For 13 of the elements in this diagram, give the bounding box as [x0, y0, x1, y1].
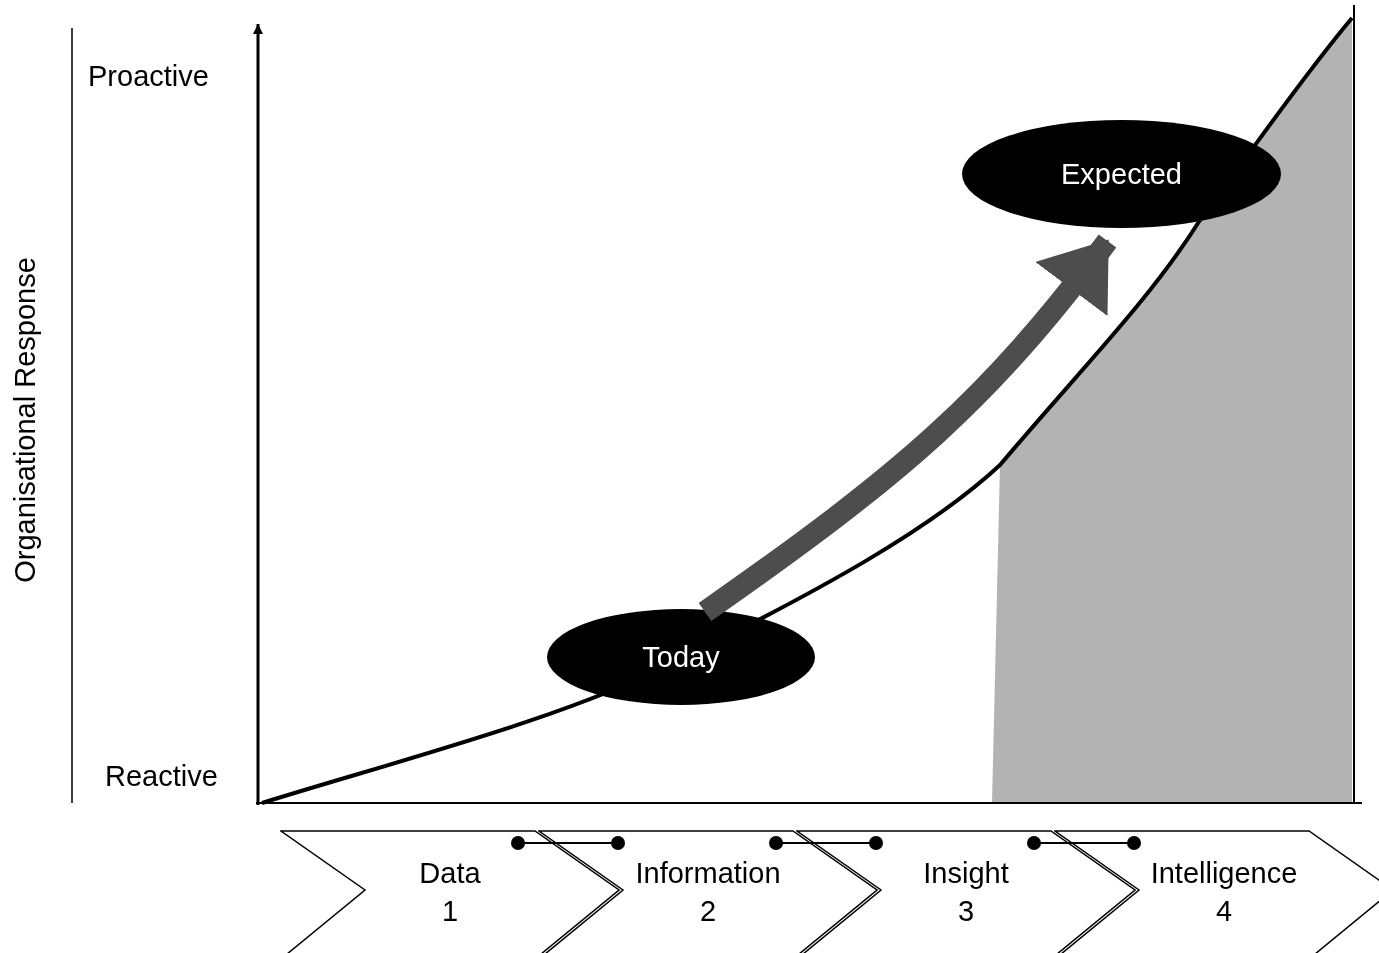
axis-label: Reactive: [105, 760, 218, 793]
connector: [769, 836, 883, 850]
step-label: Data 1: [419, 856, 481, 929]
progress-arrow: [698, 234, 1117, 621]
stage-label: Today: [641, 640, 721, 675]
axis-label: Proactive: [88, 60, 209, 93]
axis-title: Organisational Response: [8, 257, 42, 583]
connector: [1027, 836, 1141, 850]
step-label: Insight 3: [923, 856, 1009, 929]
step-label: Intelligence 4: [1150, 856, 1298, 929]
stage-label: Expected: [1060, 157, 1183, 192]
step-label: Information 2: [635, 856, 781, 929]
connector: [511, 836, 625, 850]
